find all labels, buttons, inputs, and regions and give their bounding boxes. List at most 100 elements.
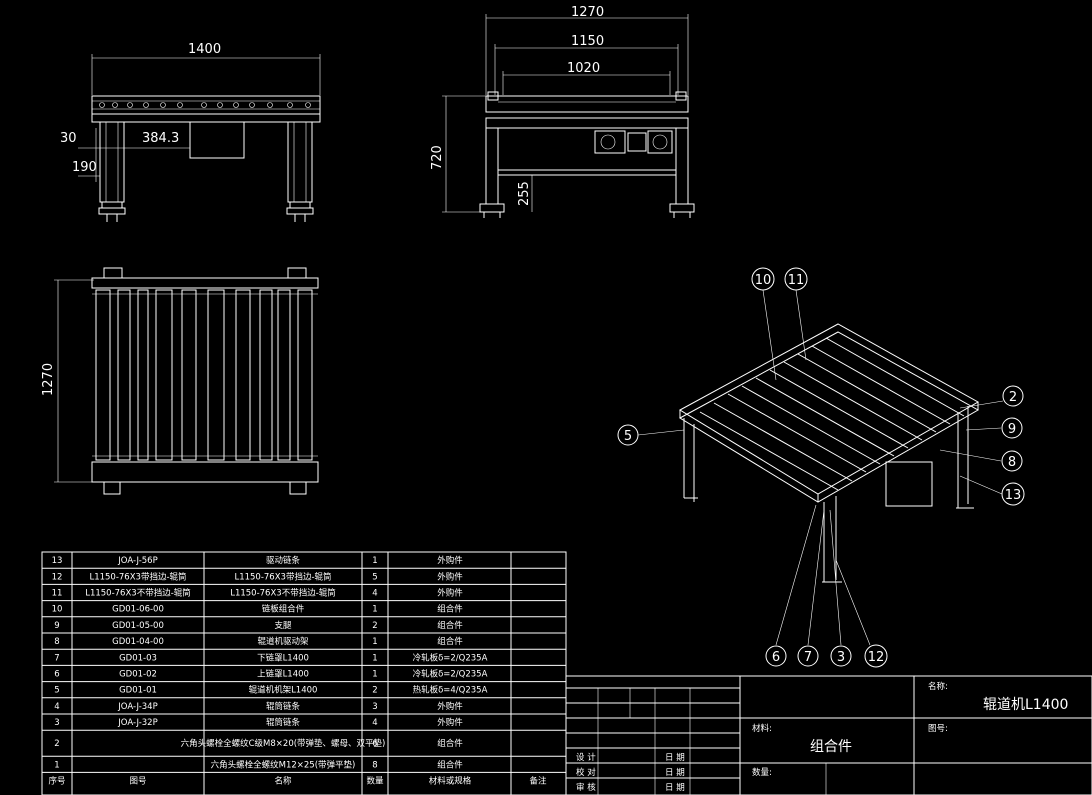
bom-row-code: GD01-03 — [119, 653, 157, 663]
title-drawing-no-label: 图号: — [928, 724, 948, 734]
top-view-rollers — [95, 289, 313, 461]
bom-header-name: 名称 — [274, 775, 292, 786]
bom-row-qty: 4 — [372, 718, 377, 728]
balloon-6: 6 — [772, 650, 780, 665]
bom-row-material: 外购件 — [437, 701, 463, 712]
bom-row-name: 六角头螺栓全螺纹M12×25(带弹平垫) — [211, 759, 356, 770]
dim-side-low: 255 — [517, 181, 532, 206]
bom-row-material: 外购件 — [437, 717, 463, 728]
roller-holes — [99, 102, 311, 108]
bom-row-no: 13 — [52, 556, 63, 566]
bom-row-material: 组合件 — [437, 759, 463, 770]
isometric-view — [637, 289, 1004, 646]
balloon-3: 3 — [837, 650, 845, 665]
title-date-3: 日 期 — [665, 783, 685, 793]
dim-side-outer: 1270 — [571, 5, 604, 20]
balloon-5: 5 — [624, 429, 632, 444]
bom-row-qty: 6 — [372, 739, 377, 749]
title-block: 名称: 辊道机L1400 材料: 组合件 图号: 数量: 设 计 校 对 审 核… — [565, 675, 1092, 795]
bom-row-qty: 1 — [372, 637, 377, 647]
bom-row-code: GD01-02 — [119, 670, 157, 680]
bom-row-no: 1 — [54, 760, 59, 770]
bom-row-material: 冷轧板δ=2/Q235A — [413, 652, 488, 663]
bom-header-code: 图号 — [129, 776, 146, 786]
bom-row-no: 3 — [54, 718, 59, 728]
dim-side-mid: 1150 — [571, 34, 604, 49]
balloon-12: 12 — [868, 650, 885, 665]
balloon-9: 9 — [1008, 422, 1016, 437]
side-view: 1270 1150 1020 720 255 — [430, 5, 695, 218]
bom-row-no: 5 — [54, 686, 59, 696]
bom-row-material: 外购件 — [437, 588, 463, 599]
bom-row-code: L1150-76X3不带挡边-辊筒 — [85, 588, 191, 599]
front-view: 1400 384.3 30 — [60, 42, 321, 222]
bom-row-qty: 1 — [372, 670, 377, 680]
title-review: 审 核 — [576, 782, 596, 793]
title-qty-label: 数量: — [752, 767, 772, 778]
bom-row-name: 下链罩L1400 — [257, 652, 309, 663]
bom-row-no: 7 — [54, 653, 59, 663]
dim-front-small-a: 30 — [60, 131, 77, 146]
bom-row-qty: 1 — [372, 605, 377, 615]
bom-row-name: 六角头螺栓全螺纹C级M8×20(带弹垫、螺母、双平垫) — [181, 738, 386, 749]
bom-row-name: 上链罩L1400 — [257, 669, 309, 680]
title-material-label: 材料: — [752, 723, 772, 734]
iso-rollers — [699, 337, 965, 491]
bom-row-name: 辊筒链条 — [266, 717, 301, 728]
bom-row-name: L1150-76X3不带挡边-辊筒 — [230, 588, 336, 599]
bom-row-name: 辊道机机架L1400 — [249, 685, 318, 696]
bom-row-name: 链板组合件 — [262, 604, 305, 615]
bom-row-no: 8 — [54, 637, 59, 647]
bom-row-no: 2 — [54, 739, 59, 749]
bom-row-material: 组合件 — [437, 604, 463, 615]
balloons: 10 11 2 9 8 13 5 6 7 3 12 — [617, 267, 1025, 668]
bom-row-material: 组合件 — [437, 738, 463, 749]
title-name-label: 名称: — [928, 681, 948, 692]
bom-row-code: GD01-05-00 — [112, 621, 164, 631]
balloon-8: 8 — [1008, 455, 1016, 470]
bom-row-material: 组合件 — [437, 636, 463, 647]
bom-row-code: JOA-J-32P — [117, 718, 157, 728]
bom-row-no: 11 — [52, 589, 63, 599]
bom-header-no: 序号 — [48, 775, 65, 786]
bom-row-name: L1150-76X3带挡边-辊筒 — [234, 571, 331, 582]
bom-row-name: 驱动链条 — [266, 555, 301, 566]
bom-row-name: 辊道机驱动架 — [257, 636, 309, 647]
bom-row-code: GD01-06-00 — [112, 605, 164, 615]
balloon-10: 10 — [755, 273, 772, 288]
balloon-11: 11 — [788, 273, 805, 288]
bom-header-material: 材料或规格 — [429, 775, 472, 786]
bom-row-name: 辊筒链条 — [266, 701, 301, 712]
bom-row-qty: 8 — [372, 760, 377, 770]
bom-row-qty: 2 — [372, 686, 377, 696]
bom-row-qty: 4 — [372, 589, 377, 599]
balloon-2: 2 — [1009, 390, 1017, 405]
balloon-13: 13 — [1005, 488, 1022, 503]
dim-front-width: 1400 — [188, 42, 221, 57]
bom-row-code: JOA-J-56P — [117, 556, 157, 566]
bom-row-code: GD01-04-00 — [112, 637, 164, 647]
dim-front-offset: 384.3 — [142, 131, 179, 146]
title-date-1: 日 期 — [665, 753, 685, 763]
bom-row-material: 外购件 — [437, 571, 463, 582]
title-name-value: 辊道机L1400 — [983, 697, 1068, 713]
bom-row-no: 6 — [54, 670, 59, 680]
top-view: 1270 — [41, 267, 319, 495]
dim-front-small-b: 190 — [72, 160, 97, 175]
bom-row-no: 9 — [54, 621, 59, 631]
balloon-7: 7 — [804, 650, 812, 665]
dim-top-length: 1270 — [41, 363, 56, 396]
title-check: 校 对 — [576, 767, 596, 778]
bom-row-material: 组合件 — [437, 620, 463, 631]
bom-row-qty: 2 — [372, 621, 377, 631]
bom-row-code: L1150-76X3带挡边-辊筒 — [89, 571, 186, 582]
bom-row-qty: 1 — [372, 653, 377, 663]
bom-row-qty: 1 — [372, 556, 377, 566]
bom-row-name: 支腿 — [274, 620, 292, 631]
bom-row-code: GD01-01 — [119, 686, 157, 696]
bom-row-no: 10 — [52, 605, 63, 615]
bom-row-code: JOA-J-34P — [117, 702, 157, 712]
title-design: 设 计 — [576, 752, 596, 763]
title-material-value: 组合件 — [810, 739, 852, 755]
